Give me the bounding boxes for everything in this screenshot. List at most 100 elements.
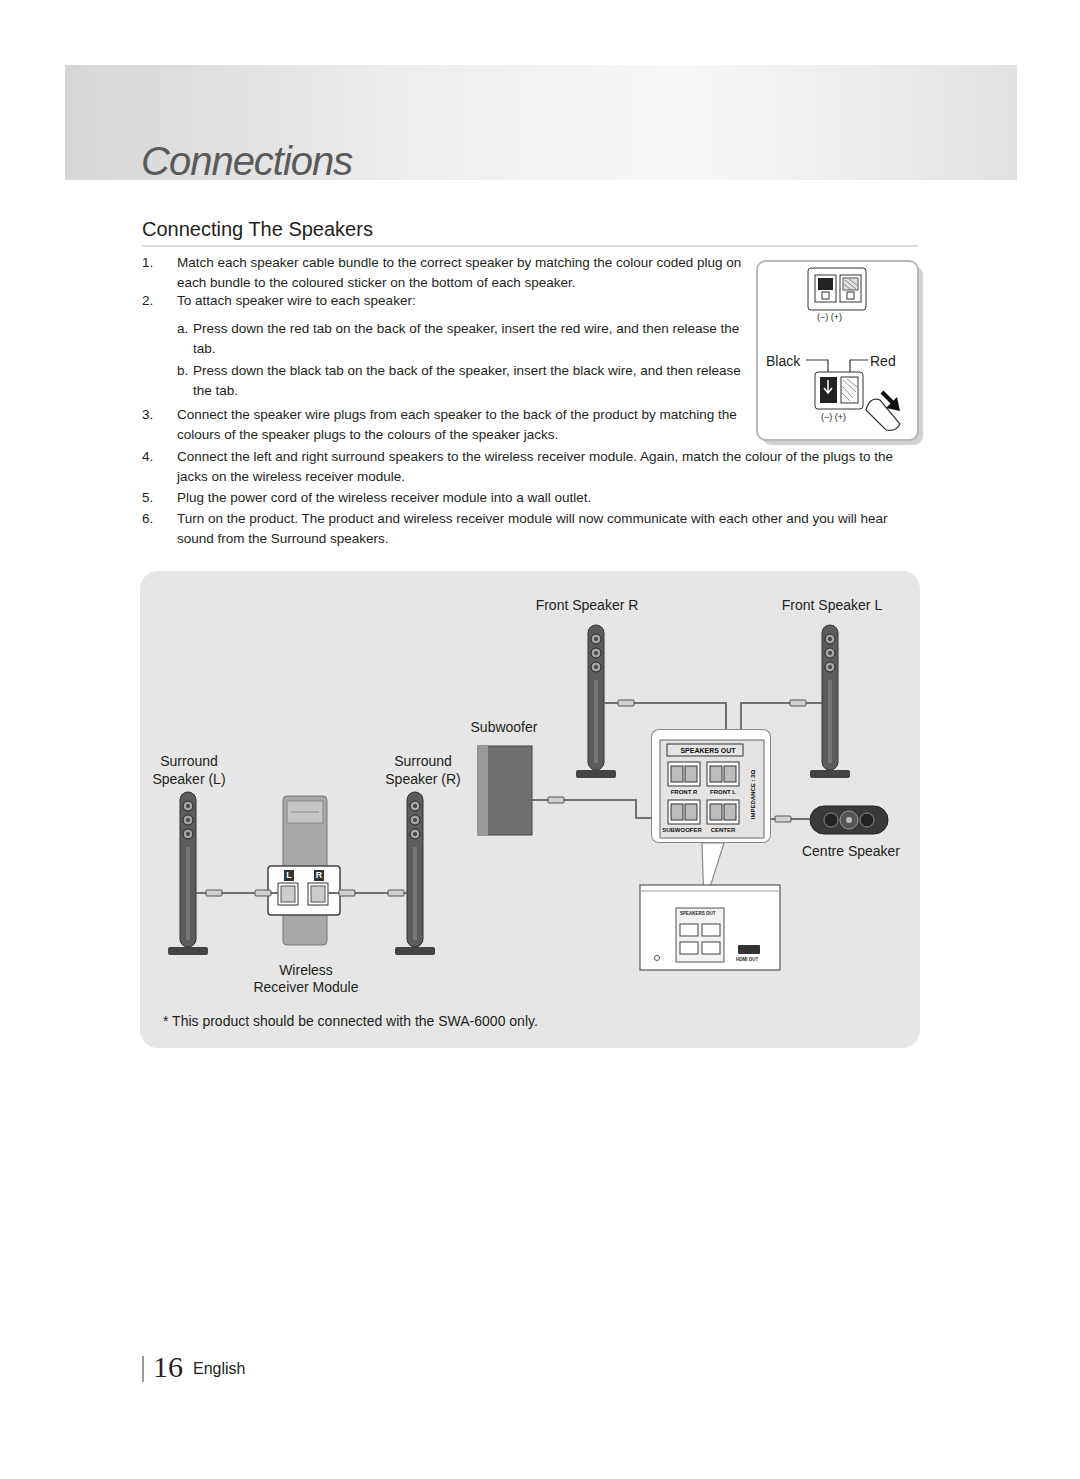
body-text: Connect the left and right surround spea… — [177, 447, 922, 487]
body-text: English — [193, 1359, 245, 1378]
speaker-drawing-part — [790, 700, 806, 706]
speaker-drawing-part — [576, 770, 616, 778]
tab-detail-part — [843, 278, 858, 290]
tab-detail-part — [818, 278, 833, 290]
product-rear-panel-part — [680, 924, 698, 936]
product-rear-panel — [640, 843, 780, 970]
speaker-drawing-part — [407, 792, 423, 947]
wireless-receiver-drawing-part — [308, 883, 328, 905]
tab-detail-part — [886, 397, 900, 411]
speaker-drawing-part — [388, 890, 404, 896]
body-text: Press down the red tab on the back of th… — [193, 319, 743, 359]
speaker-drawing-part — [828, 651, 832, 655]
speaker-drawing-part — [828, 665, 832, 669]
wireless-receiver-label: R — [314, 870, 324, 881]
speaker-cable — [741, 703, 776, 729]
centre-speaker-drawing-part — [860, 813, 874, 827]
tab-detail-part — [822, 292, 829, 299]
product-rear-panel-part — [702, 924, 720, 936]
body-text: To attach speaker wire to each speaker: — [177, 291, 737, 311]
speaker-drawing-part — [618, 700, 634, 706]
speaker-drawing-part — [410, 815, 420, 825]
product-rear-panel-part — [702, 942, 720, 954]
centre-speaker-drawing-part — [824, 813, 838, 827]
centre-speaker-label: Centre Speaker — [795, 842, 907, 860]
speaker-label: Front Speaker L — [776, 596, 888, 614]
speaker-drawing-part — [183, 801, 193, 811]
tab-detail-part — [757, 261, 918, 440]
speaker-drawing-part — [413, 832, 417, 836]
speaker-drawing-part — [810, 770, 850, 778]
wireless-receiver-drawing-part — [278, 883, 298, 905]
section-rule — [142, 245, 918, 247]
speaker: Front Speaker R — [526, 596, 648, 782]
wireless-receiver-drawing-part — [311, 886, 325, 902]
speaker-cable-part — [741, 703, 776, 729]
speaker-drawing-part — [825, 634, 835, 644]
speaker-drawing-part — [186, 804, 190, 808]
speaker-drawing-part — [180, 792, 196, 947]
speaker-drawing-part — [413, 818, 417, 822]
product-rear-panel-part — [640, 891, 780, 892]
speaker: Front Speaker L — [776, 596, 888, 782]
footnote: * This product should be connected with … — [163, 1012, 903, 1030]
speaker-drawing — [776, 596, 888, 782]
speaker-jack-panel-drawing-part — [707, 800, 739, 824]
speaker-jack-panel-label: IMPEDANCE : 3Ω — [750, 760, 757, 830]
speaker-cable — [230, 893, 250, 894]
body-text: a. — [177, 319, 188, 339]
speaker-jack-panel-drawing-part — [724, 766, 736, 782]
speaker-jack-panel: SPEAKERS OUTFRONT RFRONT LSUBWOOFERCENTE… — [651, 729, 771, 843]
speaker-drawing-part — [825, 662, 835, 672]
speaker-drawing-part — [591, 634, 601, 644]
speaker-jack-panel-drawing-part — [710, 766, 722, 782]
body-text: Black — [766, 351, 800, 371]
speaker-drawing-part — [410, 801, 420, 811]
speaker-drawing-part — [828, 637, 832, 641]
speaker-cable — [362, 893, 382, 894]
subwoofer: Subwoofer — [464, 718, 544, 838]
body-text: Turn on the product. The product and wir… — [177, 509, 922, 549]
speaker-cable — [771, 816, 795, 822]
body-text: 3. — [142, 405, 153, 425]
speaker-drawing-part — [183, 829, 193, 839]
subwoofer-label: Subwoofer — [464, 718, 544, 736]
speaker: Surround Speaker (L) — [148, 752, 230, 960]
wireless-receiver-drawing-part — [281, 886, 295, 902]
speaker-jack-panel-drawing-part — [685, 804, 697, 820]
body-text: Red — [870, 351, 896, 371]
body-text: 1. — [142, 253, 153, 273]
centre-speaker: Centre Speaker — [795, 802, 907, 862]
tab-detail-part — [815, 372, 863, 409]
body-text: Connect the speaker wire plugs from each… — [177, 405, 747, 445]
speaker-jack-panel-drawing-part — [660, 740, 764, 838]
speaker-jack-panel-label: SPEAKERS OUT — [663, 747, 753, 755]
tab-detail-part — [815, 275, 836, 302]
speaker-cable — [648, 703, 726, 729]
speaker-drawing-part — [410, 829, 420, 839]
diagram-panel — [140, 571, 920, 1048]
speaker-jack-panel-label: FRONT R — [666, 789, 702, 796]
subwoofer-drawing-part — [478, 746, 532, 835]
tab-detail-part — [824, 380, 832, 393]
wireless-receiver: LRWireless Receiver Module — [250, 790, 362, 1008]
body-text: Press down the black tab on the back of … — [193, 361, 748, 401]
speaker-drawing-part — [594, 665, 598, 669]
body-text: 2. — [142, 291, 153, 311]
product-rear-panel-part — [655, 956, 660, 961]
product-rear-panel-part — [738, 945, 760, 954]
body-text: 6. — [142, 509, 153, 529]
speaker-drawing-part — [588, 625, 604, 770]
speaker-drawing-part — [822, 625, 838, 770]
speaker-drawing-part — [413, 804, 417, 808]
tab-detail-part — [842, 379, 857, 401]
tab-detail-part — [844, 279, 857, 290]
speaker-jack-panel-label: FRONT L — [705, 789, 741, 796]
centre-speaker-drawing-part — [810, 806, 888, 834]
speaker-drawing-part — [591, 648, 601, 658]
product-rear-panel-part — [680, 942, 698, 954]
tab-detail-part — [840, 275, 861, 302]
body-text: b. — [177, 361, 188, 381]
centre-speaker-drawing-part — [846, 817, 852, 823]
speaker-jack-panel-label: CENTER — [705, 827, 741, 834]
